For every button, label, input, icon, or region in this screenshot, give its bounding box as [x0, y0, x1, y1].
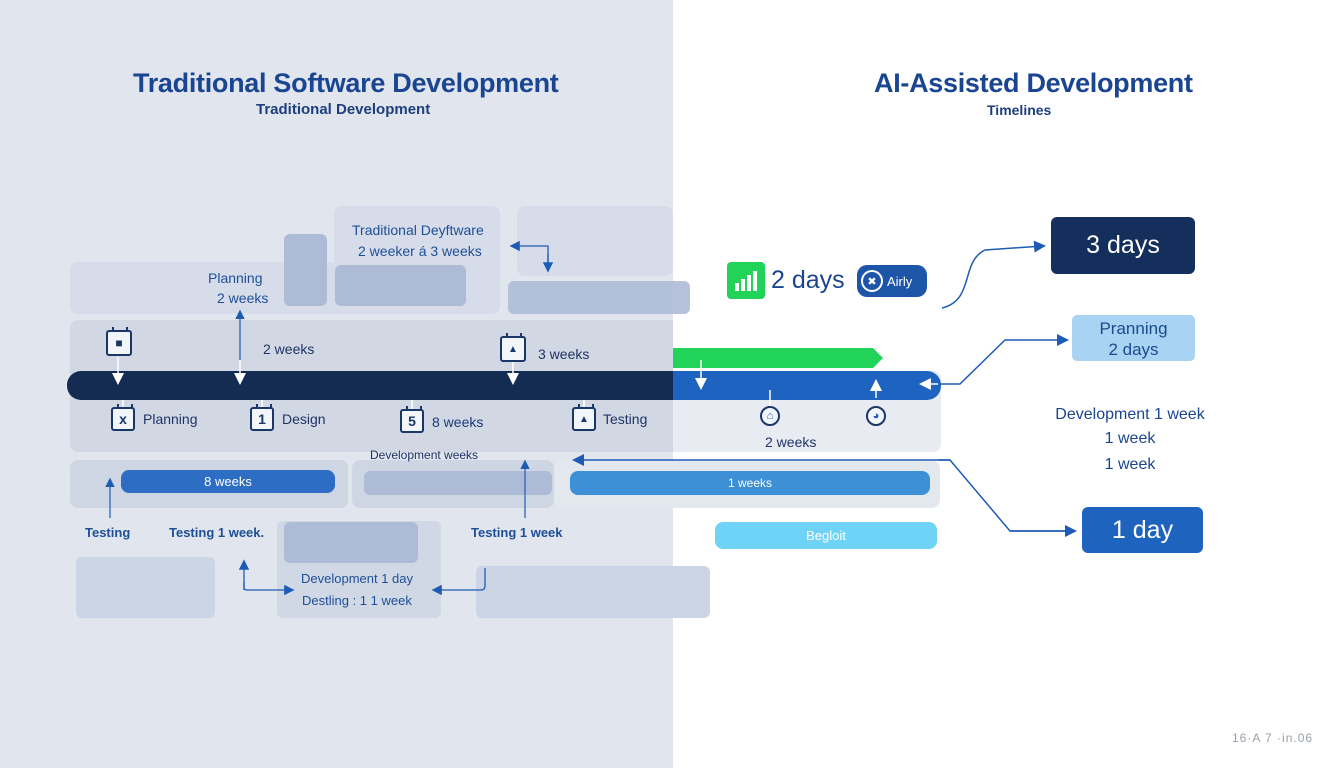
calendar-x-icon: x [111, 404, 135, 431]
planning-days-box: Pranning 2 days [1072, 315, 1195, 361]
callout-line1: Traditional Deyftware [352, 222, 484, 238]
timeline-above-label-2: 3 weeks [538, 346, 590, 362]
airly-badge: ✖ Airly [857, 265, 927, 297]
milestone-label-testing: Testing [603, 411, 648, 427]
calendar-user-icon: ▲ [572, 404, 596, 431]
traditional-subtitle: Traditional Development [256, 101, 431, 118]
calendar-person-icon: ▲ [500, 333, 526, 362]
milestone-label-development: 8 weeks [432, 414, 484, 430]
ai-progress-arrow [673, 348, 883, 368]
planning-label: Planning [208, 270, 263, 286]
arrow-callout [509, 240, 549, 270]
milestone-label-planning: Planning [143, 411, 198, 427]
development-text-group: Development 1 week 1 week 1 week [1030, 403, 1230, 477]
development-text-3: 1 week [1104, 456, 1156, 473]
callout-line2: 2 weeker á 3 weeks [358, 243, 482, 259]
development-text-1: Development 1 week [1055, 406, 1205, 423]
testing-label-2: Testing 1 week. [169, 525, 265, 540]
arrow-from-right [431, 568, 486, 596]
ai-two-weeks-label: 2 weeks [765, 434, 817, 450]
calendar-1-icon: 1 [250, 404, 274, 431]
planning-box-line1: Pranning [1099, 319, 1168, 338]
bar-1-weeks: 1 weeks [570, 471, 930, 495]
ai-two-days: 2 days [771, 266, 845, 294]
milestone-label-design: Design [282, 411, 326, 427]
one-day-box: 1 day [1082, 507, 1203, 553]
calendar-5-icon: 5 [400, 406, 424, 433]
dev-box-line1: Development 1 day [301, 571, 414, 586]
dev-box-line2: Destling : 1 1 week [302, 593, 412, 608]
calendar-person-icon: ■ [106, 327, 132, 356]
arrow-to-1day [938, 459, 1074, 532]
lower-block-1 [76, 557, 215, 618]
dev-weeks-label: Development weeks [370, 448, 479, 462]
lower-block-3 [476, 566, 710, 618]
home-icon: ⌂ [760, 406, 780, 426]
planning-box-line2: 2 days [1108, 340, 1159, 359]
arrow-to-3days [941, 240, 1046, 309]
connector-block [508, 281, 690, 314]
three-days-box: 3 days [1051, 217, 1195, 274]
bar-chart-icon [727, 262, 765, 299]
airly-badge-label: Airly [887, 273, 913, 289]
ai-title: AI-Assisted Development [874, 68, 1193, 98]
chart-pie-icon: ◕ [866, 406, 886, 426]
dev-placeholder-bar [364, 471, 552, 495]
traditional-title: Traditional Software Development [133, 68, 559, 98]
testing-label-1: Testing [85, 525, 131, 540]
inner-block [335, 265, 466, 306]
dev-box-header [284, 522, 418, 563]
testing-label-3: Testing 1 week [471, 525, 563, 540]
bar-8-weeks: 8 weeks [121, 470, 335, 493]
development-text-2: 1 week [1104, 430, 1156, 447]
ai-timeline-bar [673, 371, 941, 400]
pillar-block [284, 234, 327, 306]
traditional-timeline-bar [67, 371, 673, 400]
ai-subtitle: Timelines [987, 102, 1052, 118]
arrow-to-planning [940, 334, 1069, 385]
timeline-above-label-1: 2 weeks [263, 341, 315, 357]
footer-stamp: 16·A 7 ·in.06 [1232, 731, 1314, 745]
ai-logo-icon: ✖ [861, 270, 883, 292]
deploy-pill: Begloit [715, 522, 937, 549]
planning-duration: 2 weeks [217, 290, 269, 306]
arrow-to-devbox [243, 582, 295, 596]
